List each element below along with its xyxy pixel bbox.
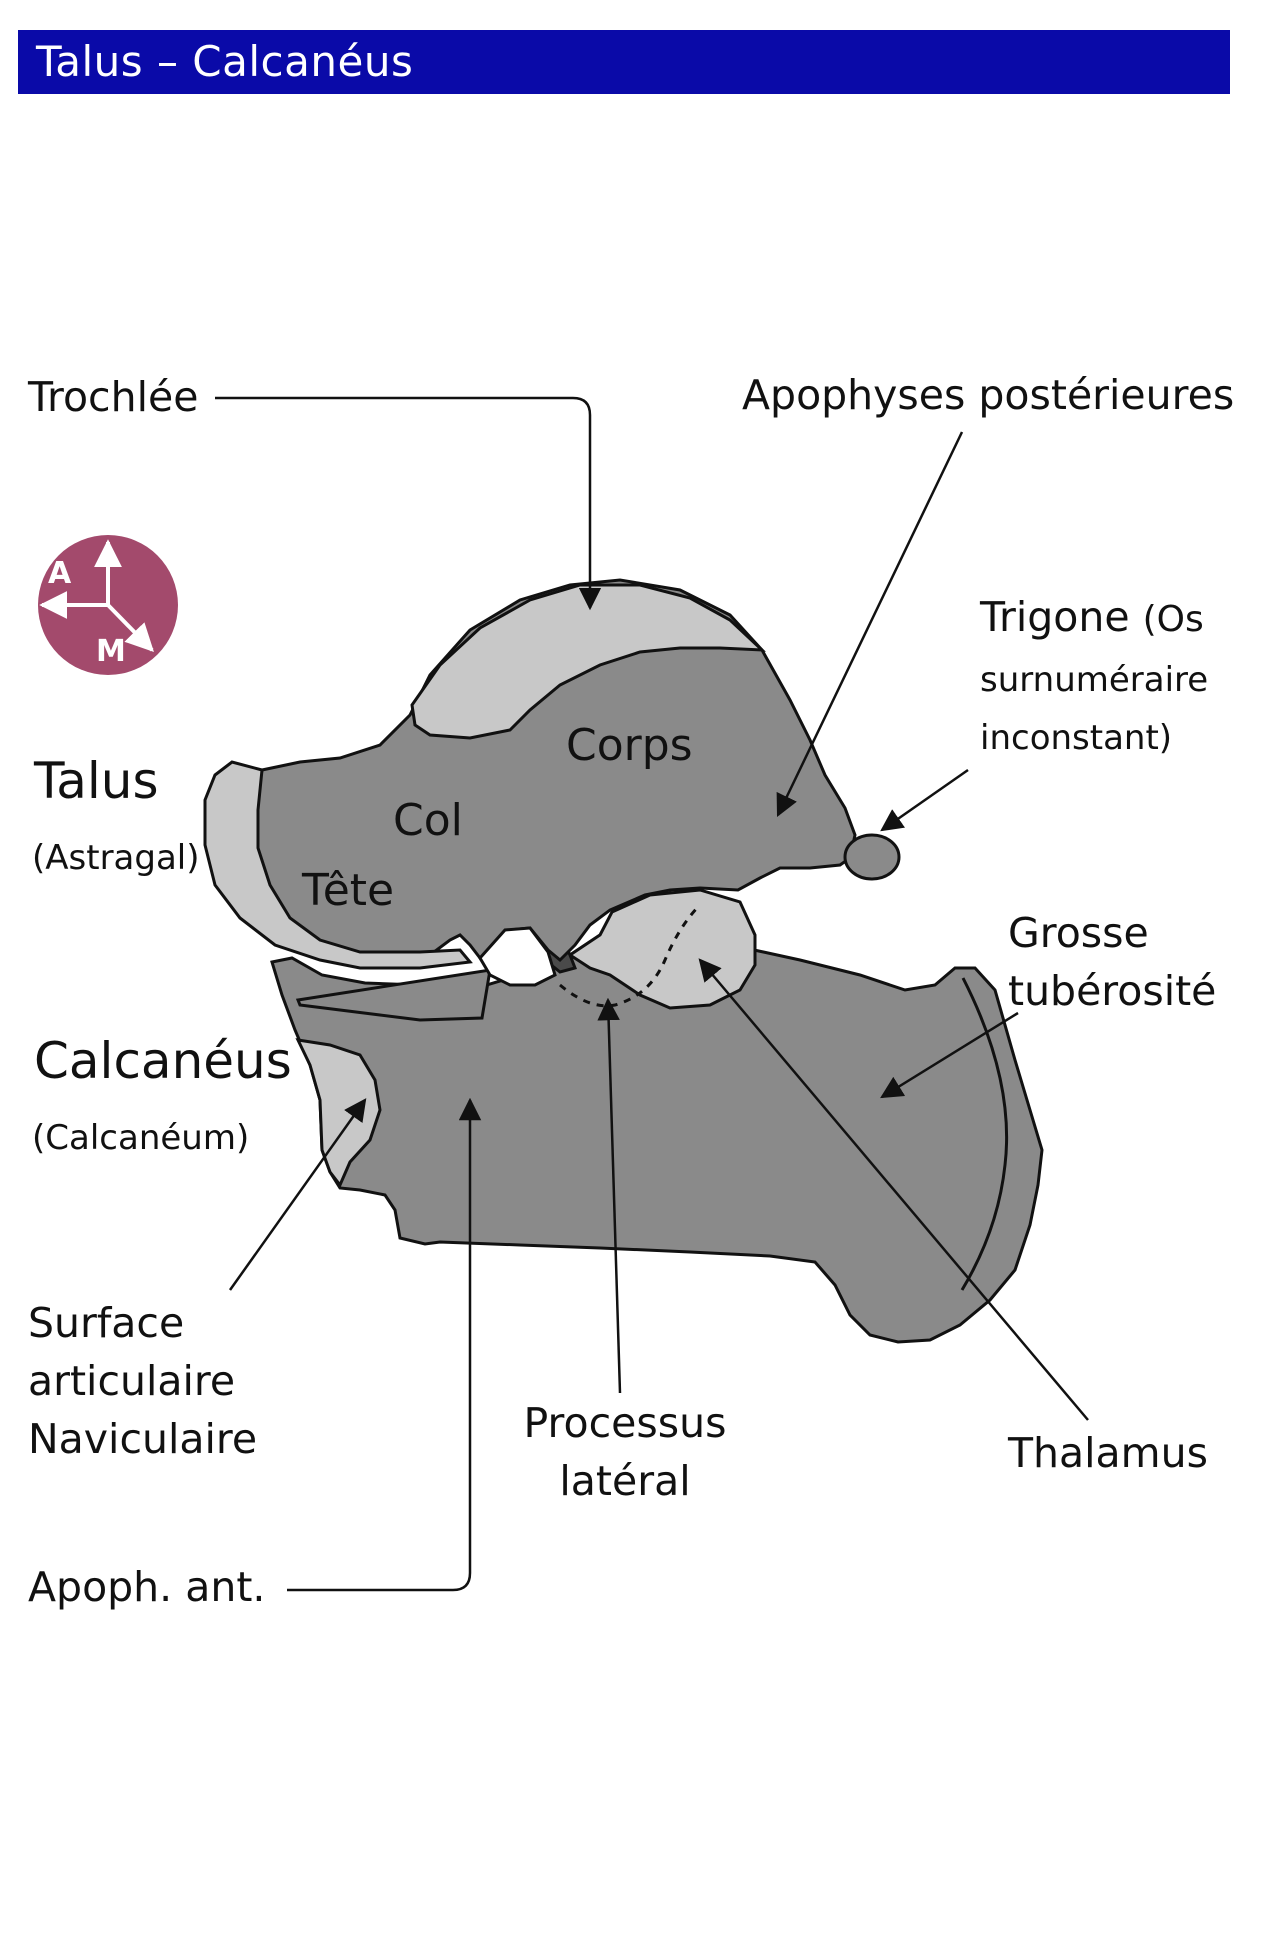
label-tete: Tête bbox=[302, 865, 395, 916]
compass-arrow-diag bbox=[106, 603, 154, 653]
label-trigone-inconstant: inconstant) bbox=[980, 718, 1173, 758]
label-lateral: latéral bbox=[559, 1457, 691, 1505]
label-talus: Talus bbox=[34, 752, 159, 810]
label-trigone: Trigone (Os bbox=[980, 592, 1204, 645]
leader-trochlee bbox=[215, 396, 602, 611]
compass-label-a: A bbox=[48, 556, 72, 591]
leader-trigone bbox=[880, 768, 969, 832]
label-grosse: Grosse bbox=[1008, 909, 1149, 957]
label-naviculaire: Naviculaire bbox=[28, 1415, 258, 1463]
talus-bone bbox=[253, 578, 857, 963]
label-calcaneum: (Calcanéum) bbox=[32, 1118, 250, 1158]
label-trigone-surnumeraire: surnuméraire bbox=[980, 660, 1209, 700]
label-tuberosite: tubérosité bbox=[1008, 967, 1217, 1015]
talus-head-surface bbox=[203, 760, 473, 970]
leader-surface bbox=[228, 1098, 367, 1291]
page-title: Talus – Calcanéus bbox=[36, 37, 414, 86]
label-surface: Surface bbox=[28, 1299, 185, 1347]
talocalcaneal-gap bbox=[478, 926, 557, 987]
lateral-process-outline bbox=[559, 903, 702, 1008]
label-calcaneus: Calcanéus bbox=[34, 1032, 292, 1090]
leader-processus bbox=[597, 997, 622, 1394]
leader-apoph-ant bbox=[287, 1097, 482, 1592]
label-processus: Processus bbox=[523, 1399, 727, 1447]
label-col: Col bbox=[393, 795, 463, 846]
label-apophyses-posterieures: Apophyses postérieures bbox=[742, 371, 1235, 419]
leader-thalamus bbox=[698, 958, 1089, 1421]
label-trigone-os: (Os bbox=[1142, 599, 1204, 640]
navicular-articular-surface bbox=[295, 1038, 382, 1188]
compass-label-m: M bbox=[96, 634, 126, 669]
label-trochlee: Trochlée bbox=[28, 373, 199, 421]
label-apoph-ant: Apoph. ant. bbox=[28, 1563, 266, 1611]
label-corps: Corps bbox=[566, 720, 693, 771]
leader-tuberosite bbox=[880, 1011, 1019, 1099]
os-trigonum bbox=[843, 833, 901, 881]
title-bar: Talus – Calcanéus bbox=[18, 30, 1230, 94]
trochlea-facet bbox=[410, 583, 766, 740]
label-thalamus: Thalamus bbox=[1008, 1429, 1208, 1477]
leader-apophyses bbox=[776, 431, 964, 818]
label-astragal: (Astragal) bbox=[32, 838, 200, 878]
label-articulaire: articulaire bbox=[28, 1357, 236, 1405]
label-trigone-text: Trigone bbox=[980, 593, 1130, 641]
anterior-process-ledge bbox=[295, 968, 492, 1022]
